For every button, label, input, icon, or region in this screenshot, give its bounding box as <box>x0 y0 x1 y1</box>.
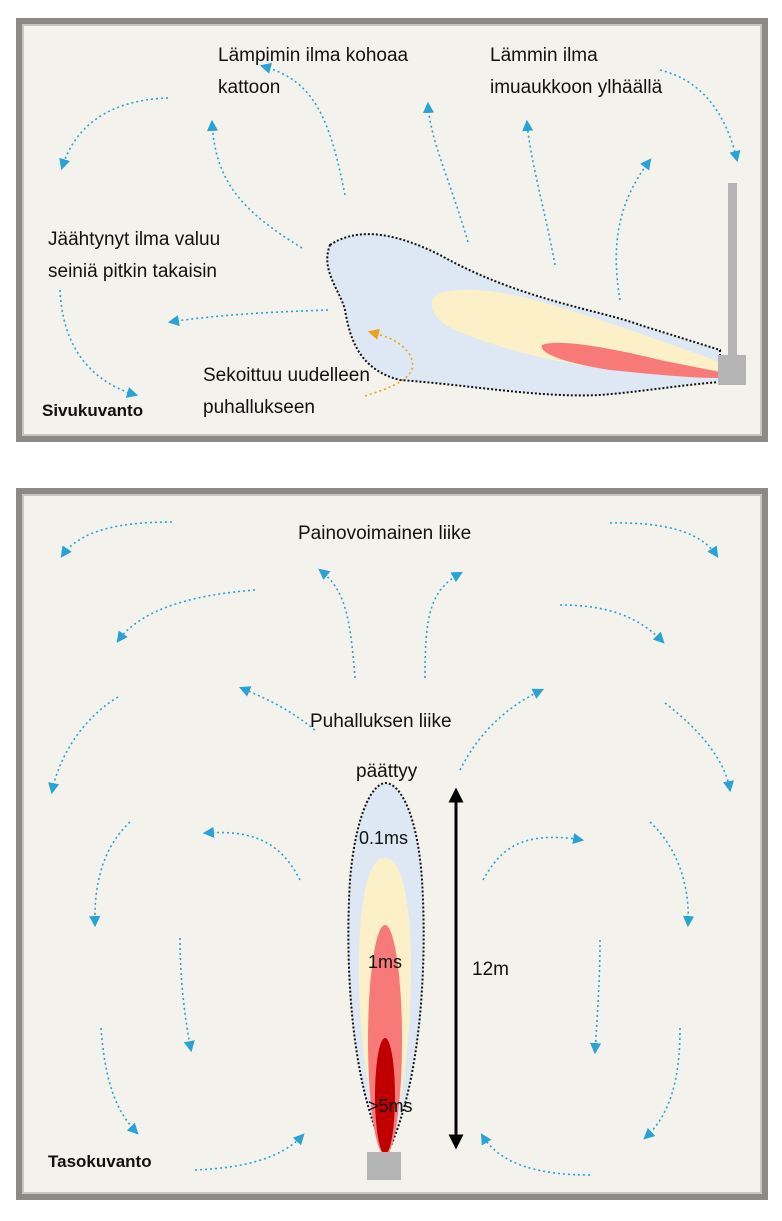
side-view-title: Sivukuvanto <box>42 401 144 420</box>
plan-arrow <box>202 826 301 881</box>
plan-nozzle <box>367 1152 401 1180</box>
plan-arrow <box>482 833 585 881</box>
side-jet-plume <box>326 183 746 397</box>
side-intake-pipe <box>728 183 737 355</box>
plan-view-title: Tasokuvanto <box>48 1152 152 1171</box>
plan-arrow <box>589 939 602 1055</box>
side-airflow-arrows <box>59 62 741 398</box>
plan-arrow <box>424 571 463 679</box>
side-arrow <box>59 97 169 171</box>
side-arrow <box>422 101 469 243</box>
side-arrow <box>259 62 346 196</box>
plan-arrow <box>664 702 735 793</box>
plan-arrow <box>116 589 256 643</box>
side-remix-arrow <box>364 328 414 397</box>
side-nozzle <box>718 355 746 385</box>
label-jet-ends: päättyy <box>356 761 418 782</box>
label-buoyant-motion: Painovoimainen liike <box>298 523 472 544</box>
side-zone-red <box>541 342 720 378</box>
plan-arrow <box>100 1027 139 1135</box>
plan-arrow <box>194 1133 305 1171</box>
side-arrow <box>659 69 741 163</box>
zone-label-inner: >5ms <box>368 1096 413 1116</box>
plan-arrow <box>643 1027 681 1140</box>
plan-jet-plume <box>347 781 425 1180</box>
label-warm-air-intake: Lämmin ilma imuaukkoon ylhäällä <box>490 45 663 98</box>
label-cooled-air-returns: Jäähtynyt ilma valuu seiniä pitkin takai… <box>48 229 221 282</box>
side-arrow <box>206 119 303 249</box>
plan-arrow <box>649 821 695 928</box>
side-arrow <box>167 309 329 327</box>
plan-arrow <box>480 1133 591 1176</box>
length-label: 12m <box>472 959 509 980</box>
plan-arrow <box>48 696 119 795</box>
label-warm-air-rises: Lämpimin ilma kohoaa kattoon <box>218 45 409 98</box>
side-arrow <box>59 289 139 398</box>
zone-label-middle: 1ms <box>368 952 403 972</box>
label-jet-motion: Puhalluksen liike <box>310 711 452 732</box>
plan-arrow <box>179 937 195 1053</box>
plan-arrow <box>459 688 545 771</box>
plan-arrow <box>318 568 356 679</box>
side-arrow <box>522 119 556 266</box>
label-remixes-into-jet: Sekoittuu uudelleen puhallukseen <box>203 365 370 418</box>
plan-arrow <box>238 686 316 731</box>
side-zone-yellow <box>431 289 720 378</box>
side-arrow <box>615 158 652 301</box>
plan-arrow <box>60 521 173 558</box>
zone-label-outer: 0.1ms <box>359 828 409 848</box>
plan-zone-darkred <box>375 1038 395 1154</box>
plan-arrow <box>559 604 665 644</box>
plan-arrow <box>89 821 131 928</box>
plan-arrow <box>609 522 719 558</box>
plan-airflow-arrows <box>48 521 735 1176</box>
